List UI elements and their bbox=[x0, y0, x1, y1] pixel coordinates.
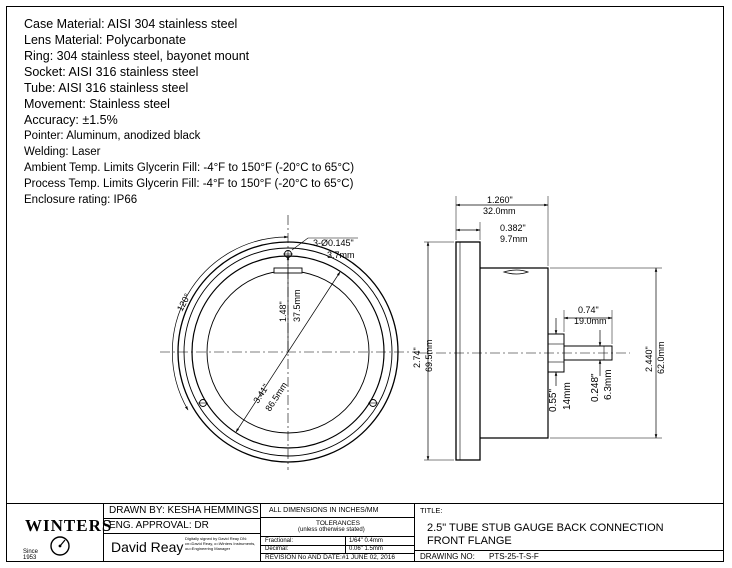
technical-drawing: 3-Ø0.145" 3.7mm 120° 1.48" 37.5mm 3.41" … bbox=[160, 195, 666, 470]
front-view bbox=[160, 215, 420, 470]
stub-mm-label: 19.0mm bbox=[574, 316, 607, 326]
height-in-label: 2.74" bbox=[412, 347, 422, 368]
gauge-logo-icon bbox=[50, 536, 70, 556]
spec-line: Socket: AISI 316 stainless steel bbox=[24, 65, 199, 79]
side-view-labels: 1.260" 32.0mm 0.382" 9.7mm 2.74" 69.5mm … bbox=[412, 195, 666, 412]
eng-approval: ENG. APPROVAL: DR bbox=[109, 520, 209, 531]
tb-divider bbox=[260, 503, 261, 561]
tb-row-line bbox=[103, 518, 260, 519]
tb-row-line bbox=[260, 517, 414, 518]
fractional-value: 1/64" 0.4mm bbox=[349, 538, 383, 544]
tb-row-line bbox=[414, 550, 723, 551]
spec-line: Ambient Temp. Limits Glycerin Fill: -4°F… bbox=[24, 162, 355, 174]
spec-line: Case Material: AISI 304 stainless steel bbox=[24, 17, 238, 31]
case-mm-label: 62.0mm bbox=[656, 341, 666, 374]
title-line-2: FRONT FLANGE bbox=[427, 535, 512, 547]
hex-mm-label: 14mm bbox=[562, 382, 573, 410]
decimal-label: Decimal: bbox=[265, 546, 289, 552]
title-label: TITLE: bbox=[420, 506, 443, 515]
stub-in-label: 0.74" bbox=[578, 305, 599, 315]
tolerances: TOLERANCES bbox=[316, 520, 360, 527]
tolerances-sub: (unless otherwise stated) bbox=[298, 527, 365, 533]
flange-mm-label: 9.7mm bbox=[500, 234, 528, 244]
units-note: ALL DIMENSIONS IN INCHES/MM bbox=[269, 507, 379, 514]
drawing-no: PTS-25-T-S-F bbox=[489, 552, 539, 561]
spec-line: Enclosure rating: IP66 bbox=[24, 194, 138, 206]
drawing-no-label: DRAWING NO: bbox=[420, 552, 475, 561]
holes-label: 3-Ø0.145" bbox=[313, 238, 354, 248]
spec-line: Movement: Stainless steel bbox=[24, 97, 170, 111]
flange-in-label: 0.382" bbox=[500, 223, 526, 233]
width-in-label: 1.260" bbox=[487, 195, 513, 205]
tb-row-line bbox=[103, 533, 260, 534]
spec-line: Tube: AISI 316 stainless steel bbox=[24, 81, 189, 95]
height-mm-label: 69.5mm bbox=[424, 339, 434, 372]
spec-line: Accuracy: ±1.5% bbox=[24, 113, 118, 127]
tb-row-line bbox=[260, 553, 414, 554]
tube-in-label: 0.248" bbox=[590, 373, 601, 402]
radius-mm-label: 37.5mm bbox=[292, 289, 302, 322]
hex-in-label: 0.55" bbox=[548, 389, 559, 412]
spec-list: Case Material: AISI 304 stainless steel … bbox=[24, 16, 354, 208]
logo-wordmark: WINTERS bbox=[25, 516, 113, 535]
radius-in-label: 1.48" bbox=[278, 301, 288, 322]
winters-logo: WINTERS Since 1953 bbox=[15, 509, 111, 561]
signature-note: Digitally signed by David Reay DN: cn=Da… bbox=[185, 536, 256, 551]
holes-mm-label: 3.7mm bbox=[327, 250, 355, 260]
side-view bbox=[418, 196, 662, 461]
tb-divider bbox=[414, 503, 415, 561]
logo-year: 1953 bbox=[23, 555, 37, 561]
title-block: WINTERS Since 1953 DRAWN BY: KESHA HEMMI… bbox=[7, 503, 723, 561]
tb-top-border bbox=[7, 503, 723, 504]
spec-line: Lens Material: Polycarbonate bbox=[24, 33, 186, 47]
tb-divider bbox=[103, 503, 104, 561]
tube-mm-label: 6.3mm bbox=[603, 369, 614, 400]
tb-row-line bbox=[260, 536, 414, 537]
revision: REVISION No AND DATE:#1 JUNE 02, 2016 bbox=[265, 554, 395, 561]
case-in-label: 2.440" bbox=[644, 346, 654, 372]
logo-since: Since bbox=[23, 549, 39, 555]
fractional-label: Fractional: bbox=[265, 538, 294, 544]
drawing-frame bbox=[6, 6, 724, 562]
signature: David Reay bbox=[111, 539, 184, 555]
spec-line: Process Temp. Limits Glycerin Fill: -4°F… bbox=[24, 178, 354, 190]
decimal-value: 0.06" 1.5mm bbox=[349, 546, 383, 552]
title-line-1: 2.5" TUBE STUB GAUGE BACK CONNECTION bbox=[427, 522, 664, 534]
tb-divider bbox=[345, 536, 346, 553]
width-mm-label: 32.0mm bbox=[483, 206, 516, 216]
drawn-by: DRAWN BY: KESHA HEMMINGS bbox=[109, 505, 259, 516]
tb-row-line bbox=[260, 545, 414, 546]
spec-line: Welding: Laser bbox=[24, 146, 101, 158]
spec-line: Pointer: Aluminum, anodized black bbox=[24, 130, 201, 142]
spec-line: Ring: 304 stainless steel, bayonet mount bbox=[24, 49, 250, 63]
